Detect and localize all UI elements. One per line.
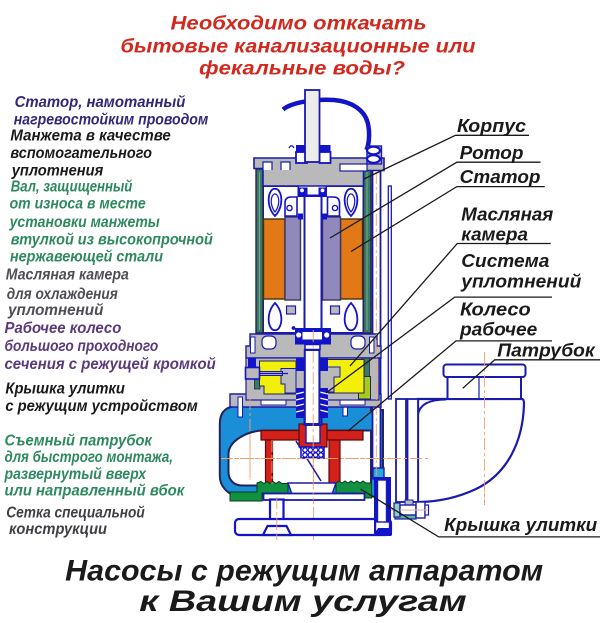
svg-text:конструкции: конструкции — [9, 521, 107, 538]
svg-text:Насосы с режущим аппаратом: Насосы с режущим аппаратом — [65, 555, 543, 588]
svg-text:большого проходного: большого проходного — [5, 338, 159, 355]
svg-text:Система: Система — [461, 250, 549, 271]
svg-text:Вал, защищенный: Вал, защищенный — [11, 179, 133, 196]
svg-text:нагревостойким проводом: нагревостойким проводом — [14, 111, 209, 128]
svg-text:для охлаждения: для охлаждения — [7, 286, 119, 303]
svg-text:Сетка специальной: Сетка специальной — [6, 504, 145, 521]
svg-text:уплотнения: уплотнения — [11, 163, 104, 180]
svg-text:бытовые канализационные или: бытовые канализационные или — [121, 35, 476, 57]
svg-text:вспомогательного: вспомогательного — [10, 145, 152, 162]
svg-text:Статор, намотанный: Статор, намотанный — [15, 94, 186, 111]
svg-text:уплотнений: уплотнений — [7, 302, 103, 319]
svg-text:с режущим устройством: с режущим устройством — [5, 398, 198, 415]
svg-text:фекальные воды?: фекальные воды? — [199, 58, 405, 80]
svg-text:уплотнений: уплотнений — [460, 270, 581, 291]
svg-text:Патрубок: Патрубок — [497, 339, 596, 360]
svg-text:Необходимо откачать: Необходимо откачать — [171, 13, 427, 35]
svg-text:развернутый вверх: развернутый вверх — [4, 466, 147, 483]
svg-text:втулкой из высокопрочной: втулкой из высокопрочной — [11, 231, 213, 248]
svg-text:Статор: Статор — [460, 166, 541, 187]
svg-text:Масляная камера: Масляная камера — [6, 267, 129, 284]
svg-text:Манжета в качестве: Манжета в качестве — [10, 127, 170, 144]
svg-text:Крышка улитки: Крышка улитки — [5, 381, 125, 398]
svg-text:Масляная: Масляная — [461, 203, 553, 224]
svg-text:к Вашим услугам: к Вашим услугам — [139, 585, 466, 618]
svg-text:рабочее: рабочее — [459, 318, 537, 339]
svg-text:Ротор: Ротор — [460, 142, 524, 163]
svg-text:от износа в месте: от износа в месте — [10, 196, 146, 213]
svg-text:или направленный вбок: или направленный вбок — [5, 483, 186, 500]
svg-text:для быстрого монтажа,: для быстрого монтажа, — [5, 449, 174, 466]
svg-text:Корпус: Корпус — [457, 115, 527, 136]
svg-text:Съемный патрубок: Съемный патрубок — [5, 432, 153, 449]
svg-text:установки манжеты: установки манжеты — [9, 214, 160, 231]
svg-text:Рабочее колесо: Рабочее колесо — [5, 320, 122, 337]
svg-text:камера: камера — [461, 224, 528, 245]
svg-text:нержавеющей стали: нержавеющей стали — [10, 248, 163, 265]
svg-text:сечения с режущей кромкой: сечения с режущей кромкой — [5, 356, 216, 373]
svg-text:Колесо: Колесо — [460, 298, 531, 319]
svg-text:Крышка улитки: Крышка улитки — [444, 514, 597, 535]
